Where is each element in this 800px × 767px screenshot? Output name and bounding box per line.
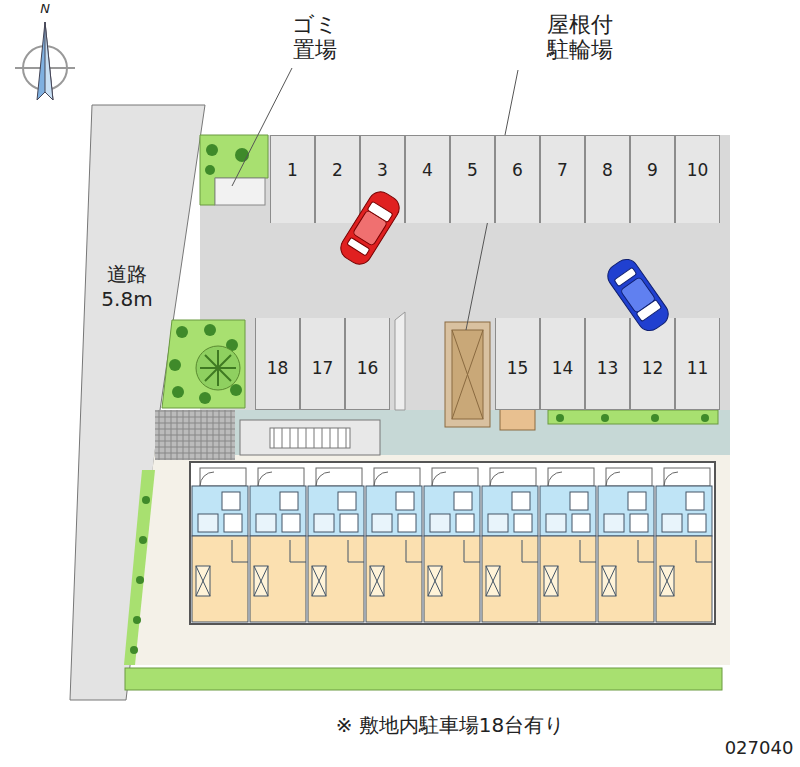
planting xyxy=(162,320,245,408)
bicycle-shed xyxy=(452,330,483,419)
stall-number: 1 xyxy=(287,160,298,180)
shrubs xyxy=(130,414,709,654)
shrubs xyxy=(205,144,249,175)
trees xyxy=(169,324,242,404)
callout-label: ゴミ 置場 xyxy=(286,12,344,63)
stall-number: 12 xyxy=(642,358,664,378)
callout-label: 屋根付 駐輪場 xyxy=(540,12,620,63)
bicycle-shed xyxy=(452,330,483,419)
parking-stall: 7 xyxy=(540,135,585,223)
parking-stall: 18 xyxy=(255,318,300,410)
stall-number: 15 xyxy=(507,358,529,378)
stairs xyxy=(270,428,350,448)
hedge xyxy=(548,410,718,424)
garbage-area xyxy=(215,178,265,205)
parking-stall: 4 xyxy=(405,135,450,223)
parking-stall: 10 xyxy=(675,135,720,223)
curb xyxy=(395,312,405,410)
stall-number: 4 xyxy=(422,160,433,180)
stairs xyxy=(240,420,380,455)
parking-stall: 1 xyxy=(270,135,315,223)
north-mark: N xyxy=(33,2,57,17)
mailbox xyxy=(500,408,535,430)
stall-number: 5 xyxy=(467,160,478,180)
bicycle-shed xyxy=(445,322,490,427)
stall-number: 6 xyxy=(512,160,523,180)
stall-number: 10 xyxy=(687,160,709,180)
stairs xyxy=(274,428,346,448)
stall-number: 11 xyxy=(687,358,709,378)
entrance-paving xyxy=(155,410,235,460)
parking-stall: 15 xyxy=(495,318,540,410)
parking-stall: 13 xyxy=(585,318,630,410)
apartment-building xyxy=(190,462,715,624)
stall-number: 18 xyxy=(267,358,289,378)
parking-stall: 16 xyxy=(345,318,390,410)
drawing-number: 027040 xyxy=(722,738,796,759)
stall-number: 9 xyxy=(647,160,658,180)
stall-number: 13 xyxy=(597,358,619,378)
road-label: 道路 5.8m xyxy=(95,262,159,312)
road-label-box: 道路 5.8m xyxy=(88,252,166,322)
planting xyxy=(200,135,268,205)
site-ground xyxy=(128,410,730,665)
north-compass xyxy=(15,22,75,100)
stall-number: 16 xyxy=(357,358,379,378)
tree xyxy=(196,346,240,390)
caption: ※ 敷地内駐車場18台有り xyxy=(200,712,700,739)
stall-number: 17 xyxy=(312,358,334,378)
parking-stall: 11 xyxy=(675,318,720,410)
parking-stall: 9 xyxy=(630,135,675,223)
tree xyxy=(200,350,236,386)
stall-number: 8 xyxy=(602,160,613,180)
stall-number: 3 xyxy=(377,160,388,180)
hedge xyxy=(125,668,722,690)
parking-stall: 17 xyxy=(300,318,345,410)
parking-stall: 6 xyxy=(495,135,540,223)
hedge xyxy=(124,470,155,665)
parking-stall: 3 xyxy=(360,135,405,223)
stall-number: 2 xyxy=(332,160,343,180)
parking-stall: 12 xyxy=(630,318,675,410)
stall-number: 7 xyxy=(557,160,568,180)
parking-stall: 2 xyxy=(315,135,360,223)
parking-stall: 5 xyxy=(450,135,495,223)
parking-stall: 14 xyxy=(540,318,585,410)
parking-stall: 8 xyxy=(585,135,630,223)
stall-number: 14 xyxy=(552,358,574,378)
